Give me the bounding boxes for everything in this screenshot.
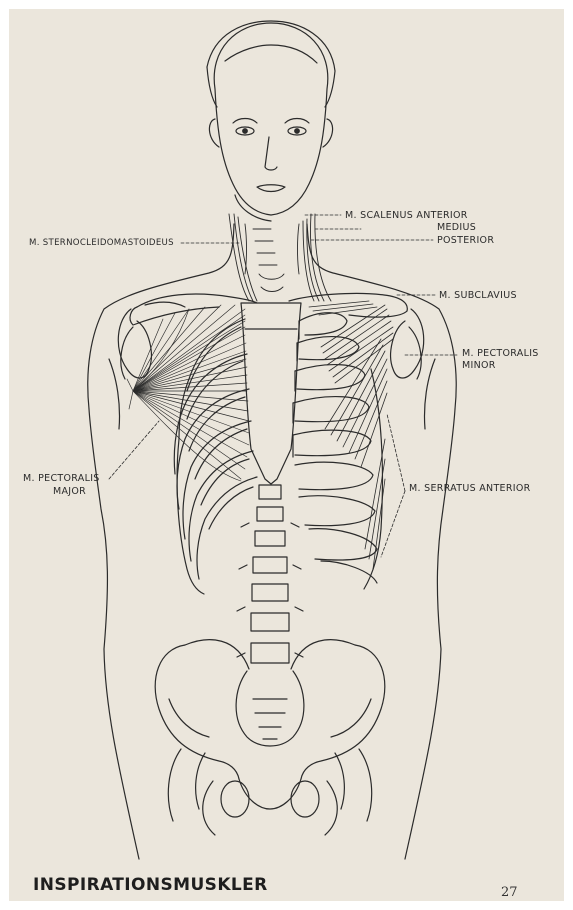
label-pectoralis-major-line1: M. PECTORALIS (23, 473, 100, 484)
label-scalenus-anterior: M. SCALENUS ANTERIOR (345, 210, 468, 221)
pelvis (155, 640, 385, 835)
leader-lines (109, 215, 457, 557)
sternum (241, 303, 301, 484)
page-number: 27 (501, 885, 518, 900)
label-pectoralis-minor-line2: MINOR (462, 360, 496, 371)
label-subclavius: M. SUBCLAVIUS (439, 290, 517, 301)
book-page: M. SCALENUS ANTERIOR MEDIUS POSTERIOR M.… (9, 9, 564, 901)
neck-muscles (229, 214, 331, 301)
label-scalenus-medius: MEDIUS (437, 222, 476, 233)
ribcage-right (293, 313, 383, 589)
label-scalenus-posterior: POSTERIOR (437, 235, 494, 246)
label-pectoralis-minor-line1: M. PECTORALIS (462, 348, 539, 359)
body-outline (88, 224, 456, 859)
label-sternocleidomastoideus: M. STERNOCLEIDOMASTOIDEUS (29, 238, 174, 249)
label-pectoralis-major-line2: MAJOR (53, 486, 86, 497)
head (207, 21, 335, 221)
shoulders (118, 293, 423, 379)
label-serratus-anterior: M. SERRATUS ANTERIOR (409, 483, 531, 494)
page-title: INSPIRATIONSMUSKLER (33, 875, 268, 895)
anatomy-illustration (9, 9, 564, 901)
spine (237, 485, 303, 663)
